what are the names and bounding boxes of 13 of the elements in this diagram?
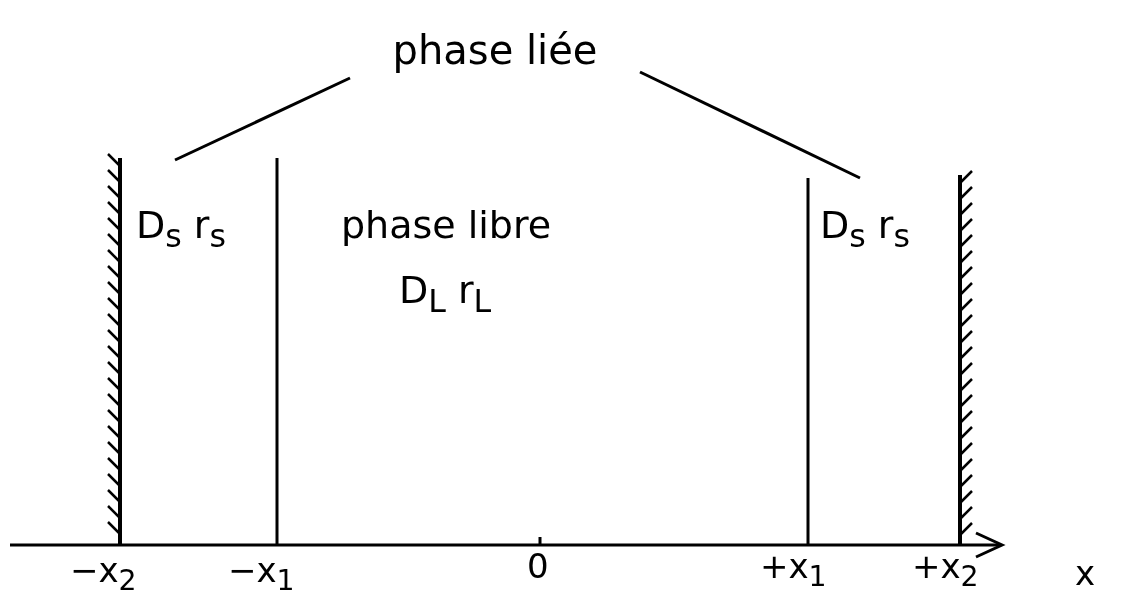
axis-label: x xyxy=(1075,555,1096,592)
callout-label: phase liée xyxy=(360,20,630,80)
parameter-label: D$_{L}$ r$_{L}$ xyxy=(399,270,492,319)
leader-line xyxy=(639,70,861,180)
axis-tick-label: 0 xyxy=(527,548,549,586)
region-title: phase libre xyxy=(341,205,552,247)
axis-tick-label: −x$_{1}$ xyxy=(228,552,295,592)
axis-tick-label: +x$_{2}$ xyxy=(912,548,979,592)
leader-line xyxy=(174,76,351,162)
parameter-label: D$_{s}$ r$_{s}$ xyxy=(136,205,226,254)
axis-tick-label: +x$_{1}$ xyxy=(760,548,827,592)
parameter-label: D$_{s}$ r$_{s}$ xyxy=(820,205,910,254)
axis-tick-label: −x$_{2}$ xyxy=(70,552,137,592)
